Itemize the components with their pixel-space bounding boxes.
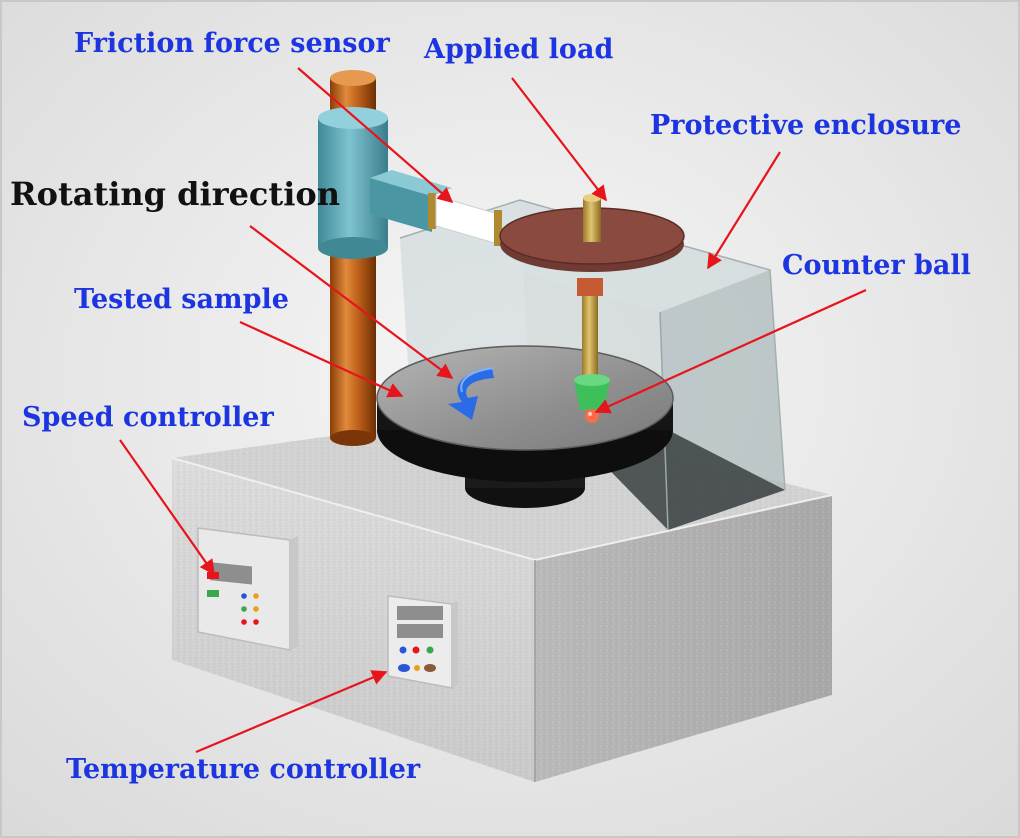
arrow-friction-force-sensor xyxy=(297,67,454,204)
friction-sensor-element xyxy=(428,193,502,246)
label-protective-enclosure: Protective enclosure xyxy=(650,110,962,141)
arrow-speed-controller xyxy=(119,439,215,576)
speed-controller-panel xyxy=(197,527,298,651)
label-tested-sample: Tested sample xyxy=(74,284,289,315)
sensor-housing xyxy=(318,107,452,259)
label-applied-load: Applied load xyxy=(424,34,614,65)
label-counter-ball: Counter ball xyxy=(782,250,971,281)
arrow-protective-enclosure xyxy=(707,151,781,270)
arrow-tested-sample xyxy=(239,320,404,398)
arrow-applied-load xyxy=(511,77,607,202)
label-friction-force-sensor: Friction force sensor xyxy=(74,28,390,59)
temperature-controller-panel xyxy=(387,595,458,689)
arrow-counter-ball xyxy=(594,288,867,414)
label-rotating-direction: Rotating direction xyxy=(10,175,340,213)
rotation-arrow-icon xyxy=(448,367,495,420)
load-assembly xyxy=(499,194,685,423)
label-temperature-controller: Temperature controller xyxy=(66,754,421,785)
arrow-temperature-controller xyxy=(195,670,388,754)
pointer-arrows xyxy=(119,67,867,754)
label-speed-controller: Speed controller xyxy=(22,402,274,433)
arrow-rotating-direction xyxy=(249,225,454,379)
